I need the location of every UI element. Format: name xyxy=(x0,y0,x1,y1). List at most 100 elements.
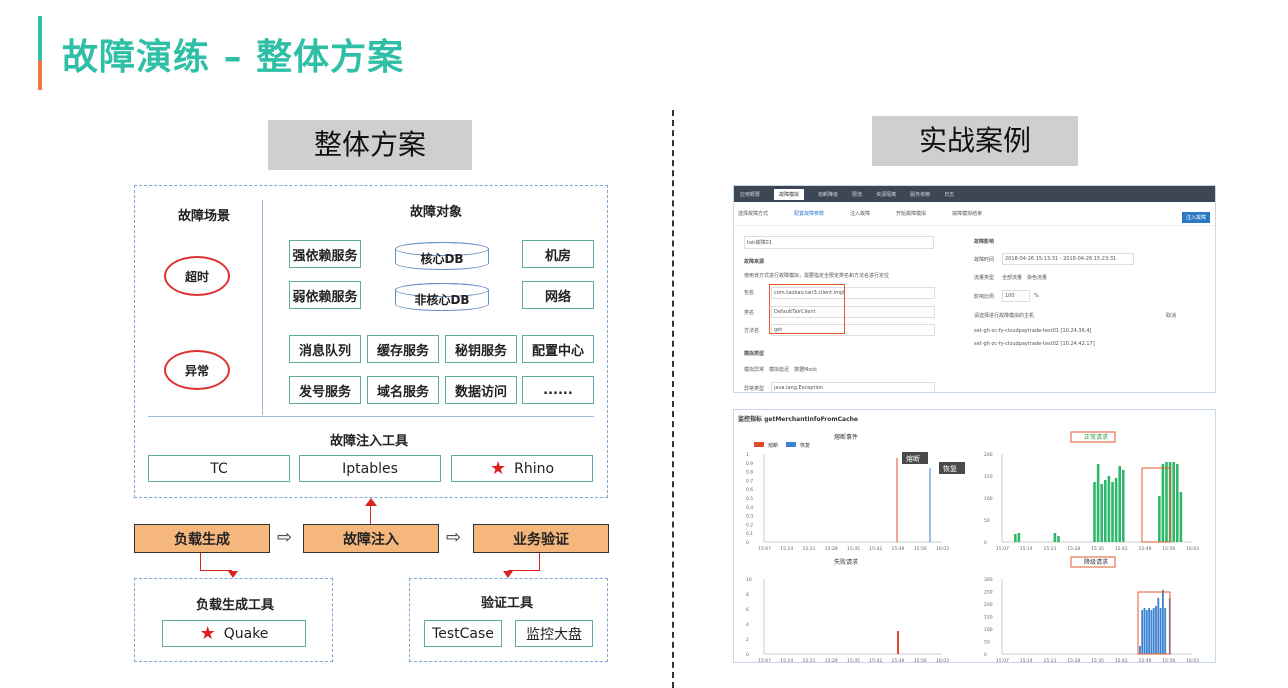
inject-button[interactable]: 注入故障 xyxy=(1182,212,1211,223)
source-hint: 使用该方式进行故障模拟，需要指定全限定类名和方法名进行定位 xyxy=(744,273,890,279)
y-tick-label: 0.8 xyxy=(746,470,753,476)
tool-dashboard: 监控大盘 xyxy=(515,620,593,647)
c4-bar xyxy=(1159,608,1162,654)
x-tick-label: 15:35 xyxy=(1091,658,1104,663)
object-core-db: 核心DB xyxy=(395,242,489,270)
tab-log[interactable]: 日志 xyxy=(944,191,955,198)
step-3: 注入故障 xyxy=(850,211,871,217)
c3-title: 失败请求 xyxy=(834,558,858,566)
y-tick-label: 4 xyxy=(746,622,749,628)
c2-bar xyxy=(1161,464,1165,542)
title-accent-bar xyxy=(38,16,42,90)
x-tick-label: 15:49 xyxy=(892,658,905,663)
object-dns: 域名服务 xyxy=(367,376,439,404)
legend-recover-swatch xyxy=(786,442,796,447)
scene-timeout: 超时 xyxy=(184,269,209,284)
panel-hline xyxy=(148,416,594,417)
tab-overview[interactable]: 应用概要 xyxy=(740,191,761,198)
time-input[interactable]: 2018-04-26 15:13:31 - 2018-04-26 15:23:3… xyxy=(1002,253,1134,265)
c4-bar xyxy=(1143,608,1146,654)
type-exception[interactable]: 模拟异常 xyxy=(744,367,765,373)
x-tick-label: 15:21 xyxy=(1044,546,1057,552)
tab-deps[interactable]: 服务依赖 xyxy=(910,191,931,198)
y-tick-label: 50 xyxy=(984,518,990,524)
fault-name-input[interactable]: tair故障01 xyxy=(744,236,934,249)
host-2[interactable]: set-gh-zc-fy-cloudpaytrade-test02 [10.24… xyxy=(974,341,1095,347)
time-label: 故障时间 xyxy=(974,257,995,263)
c4-title: 降级请求 xyxy=(1084,558,1108,566)
ann-break-box xyxy=(902,452,928,464)
ex-label: 异常类型 xyxy=(744,386,765,392)
c2-bar xyxy=(1158,496,1161,542)
c4-bar xyxy=(1141,610,1144,654)
c2-bar xyxy=(1111,482,1114,542)
x-tick-label: 15:28 xyxy=(1067,546,1080,552)
pkg-input[interactable]: com.taobao.tair3.client.impl xyxy=(771,287,935,299)
x-tick-label: 15:56 xyxy=(1162,546,1175,552)
flow-all[interactable]: 全部流量 xyxy=(1002,275,1023,281)
object-cache: 缓存服务 xyxy=(367,335,439,363)
c4-highlight xyxy=(1137,591,1171,655)
y-tick-label: 200 xyxy=(984,602,993,608)
c2-title-box xyxy=(1070,431,1116,443)
class-label: 类名 xyxy=(744,310,755,316)
tab-fault[interactable]: 故障模拟 xyxy=(774,188,805,200)
c2-highlight xyxy=(1141,467,1171,543)
x-tick-label: 15:56 xyxy=(914,546,927,552)
object-weak-dep: 弱依赖服务 xyxy=(289,281,361,309)
object-secret: 秘钥服务 xyxy=(445,335,517,363)
tab-isolation[interactable]: 资源隔离 xyxy=(876,191,897,198)
class-input[interactable]: DefaultTairClient xyxy=(771,306,935,318)
object-noncore-db: 非核心DB xyxy=(395,283,489,311)
x-tick-label: 15:35 xyxy=(1091,546,1104,552)
c2-bar xyxy=(1176,464,1179,542)
flow-dyed[interactable]: 染色流量 xyxy=(1027,275,1048,281)
tool-testcase: TestCase xyxy=(424,620,502,647)
cancel-link[interactable]: 取消 xyxy=(1166,313,1177,319)
flow-radio-group: 全部流量 染色流量 xyxy=(1002,274,1047,281)
highlight-box xyxy=(769,284,845,334)
y-tick-label: 0.6 xyxy=(746,487,753,493)
x-tick-label: 15:42 xyxy=(869,658,882,663)
tool-iptables-label: Iptables xyxy=(342,460,398,477)
ratio-input[interactable]: 100 xyxy=(1002,290,1030,302)
tab-limit[interactable]: 限流 xyxy=(852,191,863,198)
host-1[interactable]: set-gh-zc-fy-cloudpaytrade-test01 [10.24… xyxy=(974,328,1092,334)
tool-rhino-label: Rhino xyxy=(514,460,555,477)
c2-bar xyxy=(1014,534,1017,542)
y-tick-label: 150 xyxy=(984,474,993,480)
x-tick-label: 16:03 xyxy=(1186,546,1199,552)
c4-bar xyxy=(1152,608,1155,654)
x-tick-label: 15:42 xyxy=(869,546,882,552)
tool-tc-label: TC xyxy=(210,460,228,477)
ex-input[interactable]: java.lang.Exception xyxy=(771,382,935,392)
x-tick-label: 15:56 xyxy=(914,658,927,663)
method-input[interactable]: get xyxy=(771,324,935,336)
tool-rhino: ★Rhino xyxy=(451,455,593,482)
x-tick-label: 15:35 xyxy=(847,546,860,552)
y-tick-label: 150 xyxy=(984,615,993,621)
panel-divider xyxy=(262,200,263,415)
tab-circuit[interactable]: 熔断降级 xyxy=(818,191,839,198)
x-tick-label: 15:07 xyxy=(758,546,771,552)
y-tick-label: 1 xyxy=(746,452,749,458)
type-mock[interactable]: 数据Mock xyxy=(794,367,818,373)
type-delay[interactable]: 模拟延迟 xyxy=(769,367,790,373)
method-label: 方法名 xyxy=(744,328,760,334)
load-tool-title: 负载生成工具 xyxy=(196,598,275,613)
y-tick-label: 2 xyxy=(746,637,749,643)
ratio-unit: % xyxy=(1034,293,1039,299)
verify-connector xyxy=(508,553,540,571)
x-tick-label: 15:49 xyxy=(1139,546,1152,552)
ann-break: 熔断 xyxy=(906,454,920,463)
verify-tool-title: 验证工具 xyxy=(481,596,534,611)
flow-inject: 故障注入 xyxy=(303,524,439,553)
c2-bar xyxy=(1057,536,1060,542)
legend-break-swatch xyxy=(754,442,764,447)
c4-bar xyxy=(1162,590,1164,654)
arrow-down-icon xyxy=(503,571,513,578)
y-tick-label: 300 xyxy=(984,577,993,583)
fault-panel xyxy=(134,185,608,498)
monitor-title: 监控指标 getMerchantInfoFromCache xyxy=(738,416,858,423)
